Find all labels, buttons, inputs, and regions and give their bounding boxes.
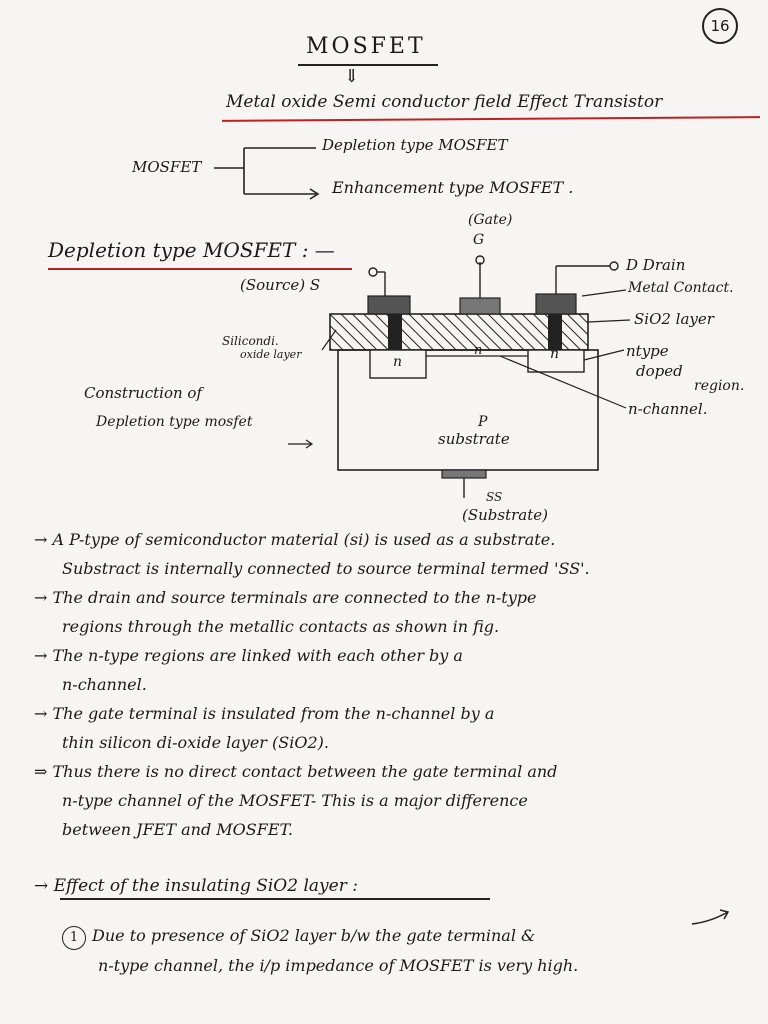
title-underline [298,64,438,66]
metal-contact-source [367,295,411,315]
down-arrow-icon: ⇓ [344,66,360,87]
note-line: between JFET and MOSFET. [62,820,293,839]
effect-point-1-continued: n-type channel, the i/p impedance of MOS… [98,956,579,975]
note-line: Substract is internally connected to sou… [62,559,590,578]
note-item: → A P-type of semiconductor material (si… [34,530,764,579]
drain-label: D Drain [626,256,686,274]
note-line: → The n-type regions are linked with eac… [34,646,463,665]
substrate-label: substrate [438,430,510,448]
ntype-label-3: region. [694,378,745,394]
construction-caption-1: Construction of [84,384,202,402]
note-item: → The drain and source terminals are con… [34,588,764,637]
page-title: MOSFET [306,34,426,59]
substrate-contact [441,469,487,479]
effect-underline [60,898,490,900]
note-item: ⇒ Thus there is no direct contact betwee… [34,762,764,840]
drain-via [548,314,562,350]
effect-heading: → Effect of the insulating SiO2 layer : [34,876,358,896]
n-left-label: n [393,354,403,370]
source-via [388,314,402,350]
note-line: → A P-type of semiconductor material (si… [34,530,556,549]
ntype-label-2: doped [636,362,683,380]
ntype-label-1: ntype [626,342,669,360]
sio2-layer-label: SiO2 layer [634,310,714,328]
metal-contact-label: Metal Contact. [628,280,734,296]
metal-contact-drain [535,293,577,315]
classification-type-enhancement: Enhancement type MOSFET . [332,178,574,197]
notes-list: → A P-type of semiconductor material (si… [34,530,764,849]
mosfet-diagram [288,255,631,498]
full-form-underline [221,116,761,122]
section-heading: Depletion type MOSFET : — [48,238,335,262]
note-item: → The n-type regions are linked with eac… [34,646,764,695]
construction-caption-2: Depletion type mosfet [96,414,253,430]
classification-bracket [214,147,320,200]
silicon-oxide-label-2: oxide layer [240,348,302,361]
note-line: → The drain and source terminals are con… [34,588,537,607]
full-form: Metal oxide Semi conductor field Effect … [226,92,663,112]
note-item: → The gate terminal is insulated from th… [34,704,764,753]
source-label: (Source) S [240,276,321,294]
curved-arrow-icon [691,909,730,925]
metal-contact-gate [459,297,501,315]
note-line: regions through the metallic contacts as… [62,617,500,636]
page-number: 16 [702,8,738,44]
p-label: P [478,414,488,430]
point-line: Due to presence of SiO2 layer b/w the ga… [92,926,536,945]
note-line: n-type channel of the MOSFET- This is a … [62,791,528,810]
classification-type-depletion: Depletion type MOSFET [322,136,508,154]
ss-label: SS [486,490,503,504]
classification-root: MOSFET [132,158,202,176]
gate-label: (Gate) [468,212,513,228]
note-line: n-channel. [62,675,147,694]
n-channel-label: n-channel. [628,400,708,418]
substrate-terminal-label: (Substrate) [462,506,548,524]
gate-symbol: G [473,232,485,248]
section-underline [48,268,352,270]
point-number: 1 [62,926,86,950]
silicon-oxide-label-1: Silicondi. [222,334,279,348]
note-line: → The gate terminal is insulated from th… [34,704,495,723]
sio2-layer [329,313,589,351]
note-line: ⇒ Thus there is no direct contact betwee… [34,762,558,781]
effect-point-1: 1 Due to presence of SiO2 layer b/w the g… [62,926,535,950]
n-right-label: n [550,346,560,362]
note-line: thin silicon di-oxide layer (SiO2). [62,733,329,752]
n-channel-mid-label: n [474,343,483,358]
